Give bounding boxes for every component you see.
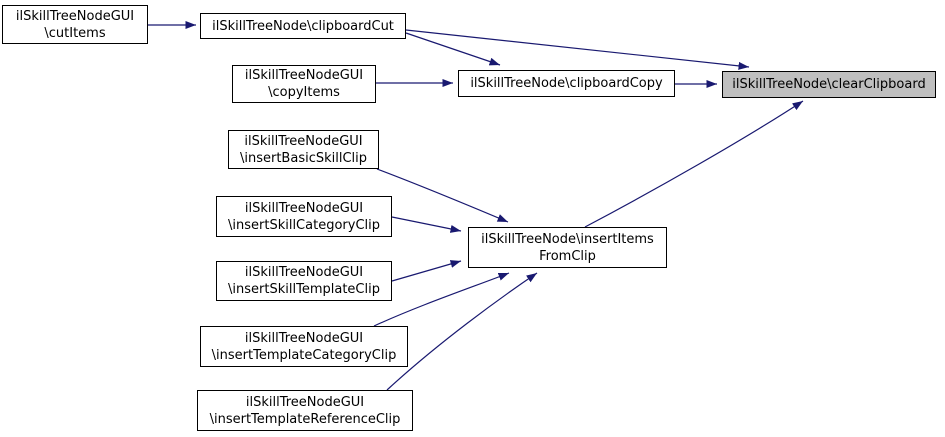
- edge-insertSkillCategoryClip-insertItemsFromClip: [391, 216, 462, 233]
- node-label: ilSkillTreeNode\clipboardCut: [212, 18, 394, 34]
- node-label: FromClip: [539, 248, 596, 264]
- node-inserttemplatereferenceclip[interactable]: ilSkillTreeNodeGUI \insertTemplateRefere…: [197, 390, 413, 431]
- node-label: ilSkillTreeNodeGUI: [244, 68, 364, 83]
- node-label: \insertSkillCategoryClip: [228, 217, 380, 233]
- node-insertitemsfromclip[interactable]: ilSkillTreeNode\insertItems FromClip: [468, 227, 667, 268]
- edge-insertTemplateReferenceClip-insertItemsFromClip: [386, 272, 538, 391]
- node-label: ilSkillTreeNodeGUI: [244, 265, 364, 280]
- edge-clipboardCut-clipboardCopy: [405, 32, 501, 66]
- edge-insertBasicSkillClip-insertItemsFromClip: [376, 168, 509, 223]
- edge-clipboardCut-clearClipboard: [405, 29, 750, 70]
- node-label: \cutItems: [44, 25, 106, 41]
- node-clipboardcut[interactable]: ilSkillTreeNode\clipboardCut: [200, 13, 406, 39]
- node-insertskilltemplateclip[interactable]: ilSkillTreeNodeGUI \insertSkillTemplateC…: [216, 261, 392, 301]
- node-label: ilSkillTreeNodeGUI: [245, 394, 365, 410]
- node-label: ilSkillTreeNodeGUI: [15, 8, 135, 24]
- node-label: \copyItems: [268, 85, 340, 100]
- node-label: ilSkillTreeNode\clearClipboard: [732, 77, 926, 92]
- node-label: ilSkillTreeNodeGUI: [244, 200, 364, 216]
- node-clipboardcopy[interactable]: ilSkillTreeNode\clipboardCopy: [458, 70, 675, 97]
- edge-insertTemplateCategoryClip-insertItemsFromClip: [373, 272, 510, 327]
- node-copyitems[interactable]: ilSkillTreeNodeGUI \copyItems: [232, 65, 376, 103]
- edge-insertItemsFromClip-clearClipboard: [584, 100, 804, 228]
- node-label: ilSkillTreeNodeGUI: [244, 330, 364, 346]
- node-label: \insertSkillTemplateClip: [228, 282, 380, 297]
- node-label: \insertBasicSkillClip: [239, 150, 368, 166]
- node-insertskillcategoryclip[interactable]: ilSkillTreeNodeGUI \insertSkillCategoryC…: [216, 196, 392, 237]
- node-label: ilSkillTreeNodeGUI: [244, 133, 363, 149]
- node-inserttemplatecategoryclip[interactable]: ilSkillTreeNodeGUI \insertTemplateCatego…: [200, 326, 408, 367]
- node-label: \insertTemplateReferenceClip: [209, 411, 401, 427]
- node-label: \insertTemplateCategoryClip: [211, 347, 397, 363]
- node-label: ilSkillTreeNode\clipboardCopy: [470, 76, 663, 91]
- node-label: ilSkillTreeNode\insertItems: [481, 231, 654, 247]
- node-clearclipboard-current[interactable]: ilSkillTreeNode\clearClipboard: [722, 71, 936, 98]
- edge-insertSkillTemplateClip-insertItemsFromClip: [391, 260, 462, 282]
- node-insertbasicskillclip[interactable]: ilSkillTreeNodeGUI \insertBasicSkillClip: [228, 130, 379, 169]
- node-cutitems[interactable]: ilSkillTreeNodeGUI \cutItems: [2, 5, 148, 44]
